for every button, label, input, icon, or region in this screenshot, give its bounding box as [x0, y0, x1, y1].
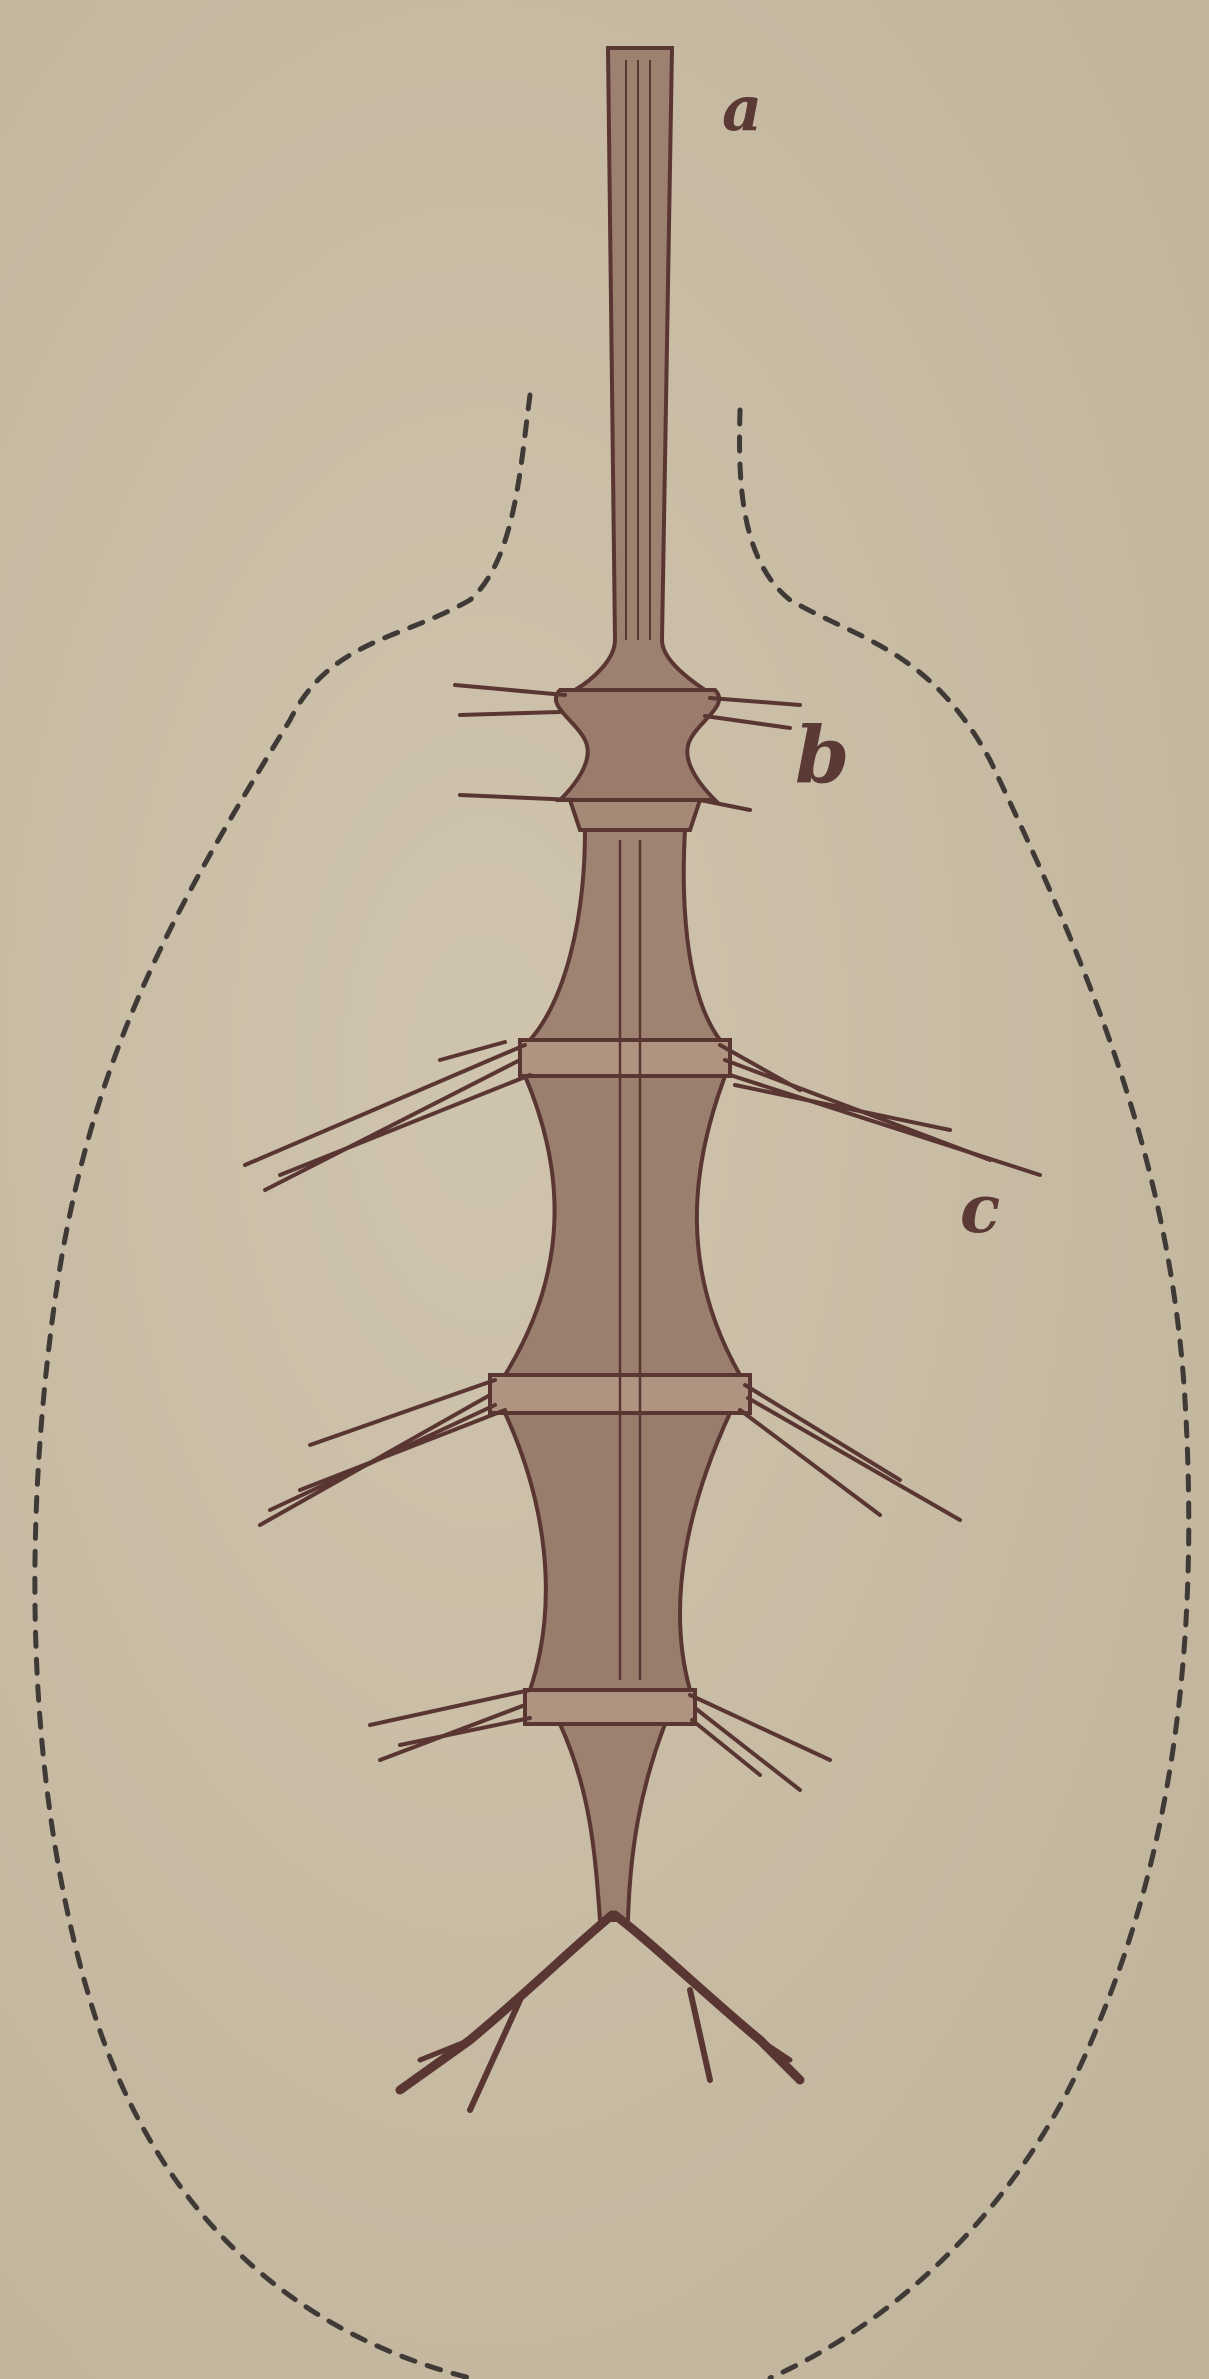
segment-4 — [560, 1724, 665, 1920]
ring-1 — [520, 1040, 730, 1076]
segment-3 — [505, 1413, 730, 1690]
spicule-shaft — [575, 48, 705, 690]
cell-outline-left — [35, 395, 530, 2378]
label-c: c — [960, 1170, 1000, 1248]
cell-outline-right — [740, 410, 1189, 2378]
upper-collar — [570, 800, 700, 830]
upper-node — [556, 690, 719, 800]
label-b: b — [795, 710, 850, 801]
basal-fork — [400, 1915, 800, 2110]
segment-1 — [530, 830, 720, 1040]
ring-3 — [525, 1690, 695, 1724]
label-a: a — [722, 72, 762, 145]
segment-2 — [505, 1076, 740, 1375]
